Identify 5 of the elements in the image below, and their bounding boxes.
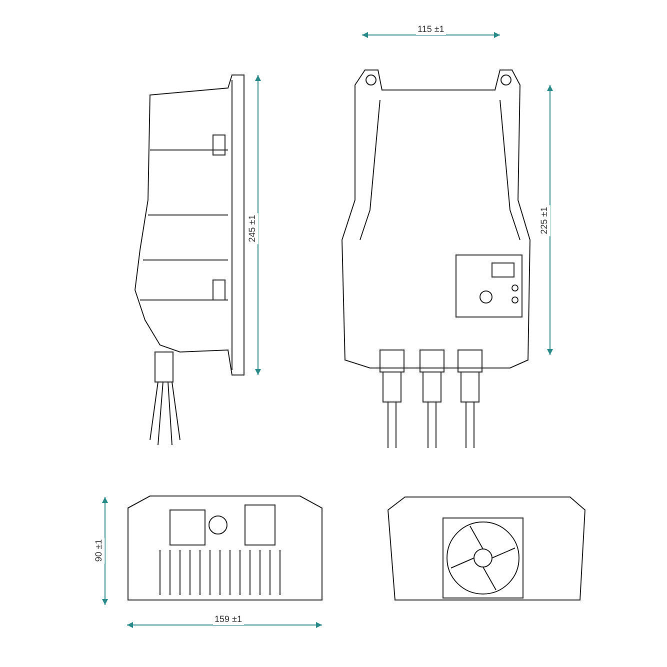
dimension-label: 245 ±1 bbox=[246, 212, 258, 244]
dimension-label: 115 ±1 bbox=[416, 24, 446, 34]
dimension-label: 159 ±1 bbox=[212, 614, 244, 624]
dimension-label: 225 ±1 bbox=[538, 204, 550, 236]
dimension-label: 90 ±1 bbox=[94, 536, 105, 564]
